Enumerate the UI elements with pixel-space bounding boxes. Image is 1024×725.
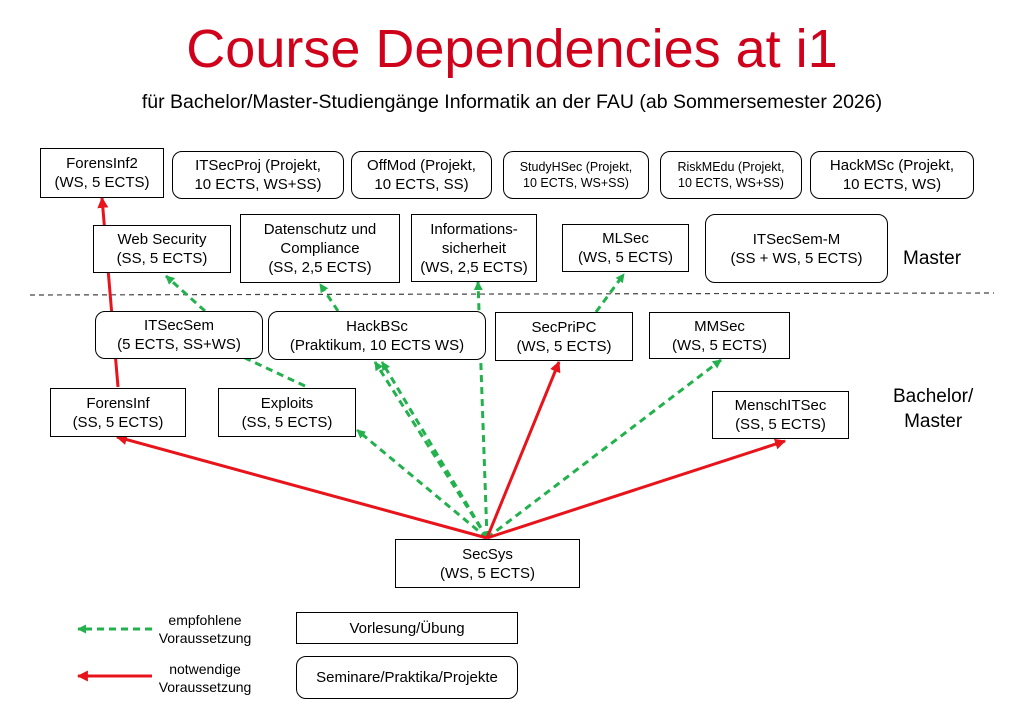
course-riskmedu: RiskMEdu (Projekt, 10 ECTS, WS+SS) — [660, 151, 802, 199]
course-offmod: OffMod (Projekt, 10 ECTS, SS) — [351, 151, 492, 199]
course-mmsec: MMSec (WS, 5 ECTS) — [649, 312, 790, 359]
course-title: Web Security — [117, 231, 207, 248]
course-info: 10 ECTS, WS+SS) — [194, 176, 322, 193]
course-hackmsc: HackMSc (Projekt, 10 ECTS, WS) — [810, 151, 974, 199]
course-itsecproj: ITSecProj (Projekt, 10 ECTS, WS+SS) — [172, 151, 344, 199]
edge-secsys-menschitsec — [486, 438, 787, 540]
course-datenschutz: Datenschutz und Compliance (SS, 2,5 ECTS… — [240, 214, 400, 283]
course-title: HackBSc — [346, 317, 408, 335]
level-label-line: Master — [904, 411, 963, 432]
course-title: SecSys — [462, 545, 513, 563]
level-label-line: Bachelor/ — [893, 386, 974, 407]
edge-secsys-hackbsc-2 — [380, 361, 489, 539]
course-itsecsem: ITSecSem (5 ECTS, SS+WS) — [95, 311, 263, 359]
level-label-master: Master — [903, 248, 962, 269]
course-info: 10 ECTS, SS) — [374, 176, 469, 193]
course-info: (SS, 5 ECTS) — [116, 250, 208, 267]
course-secsys: SecSys (WS, 5 ECTS) — [395, 539, 580, 588]
course-studyhsec: StudyHSec (Projekt, 10 ECTS, WS+SS) — [503, 151, 649, 199]
edge-secsys-forensinf — [115, 434, 488, 540]
level-label-bachelor-master: Bachelor/ Master — [893, 384, 973, 434]
course-mlsec: MLSec (WS, 5 ECTS) — [562, 224, 689, 272]
course-info: (WS, 5 ECTS) — [516, 337, 612, 355]
edge-secsys-exploits — [356, 428, 488, 540]
course-secpripc: SecPriPC (WS, 5 ECTS) — [495, 312, 633, 361]
course-title: RiskMEdu (Projekt, — [677, 160, 785, 174]
course-title: OffMod (Projekt, — [367, 157, 476, 174]
course-exploits: Exploits (SS, 5 ECTS) — [218, 388, 356, 437]
course-title: sicherheit — [441, 239, 507, 257]
legend-lecture-box: Vorlesung/Übung — [296, 612, 518, 644]
legend-recommended-label: empfohlene Voraussetzung — [150, 611, 260, 647]
course-info: (WS, 5 ECTS) — [439, 564, 535, 582]
course-title: SecPriPC — [531, 318, 597, 336]
master-separator-line — [29, 292, 995, 296]
course-title: Exploits — [260, 394, 314, 412]
legend-required-label: notwendige Voraussetzung — [150, 660, 260, 696]
edge-hackbsc-datenschutz — [318, 283, 340, 312]
diagram-subtitle: für Bachelor/Master-Studiengänge Informa… — [141, 91, 883, 113]
course-title: ITSecSem-M — [752, 230, 841, 248]
course-title: ITSecSem — [143, 317, 215, 334]
course-forensinf: ForensInf (SS, 5 ECTS) — [50, 388, 186, 437]
course-info: 10 ECTS, WS+SS) — [678, 176, 784, 190]
course-info: (SS, 5 ECTS) — [735, 416, 826, 433]
course-title: HackMSc (Projekt, — [829, 157, 955, 174]
course-title: Compliance — [280, 240, 360, 257]
course-infosich: Informations- sicherheit (WS, 2,5 ECTS) — [411, 214, 537, 282]
course-title: Informations- — [430, 220, 518, 238]
legend-text: empfohlene — [168, 612, 242, 628]
course-info: (Praktikum, 10 ECTS WS) — [289, 336, 465, 354]
course-hackbsc: HackBSc (Praktikum, 10 ECTS WS) — [268, 311, 486, 360]
legend-text: Seminare/Praktika/Projekte — [316, 669, 498, 686]
course-info: (WS, 5 ECTS) — [577, 249, 673, 266]
course-info: (WS, 5 ECTS) — [671, 336, 767, 354]
legend-text: Voraussetzung — [158, 630, 252, 646]
edge-secsys-infosich — [473, 281, 489, 539]
course-info: (SS, 2,5 ECTS) — [268, 259, 372, 276]
edge-secsys-secpripc — [485, 360, 561, 539]
course-info: (SS, 5 ECTS) — [72, 413, 164, 431]
legend-text: notwendige — [169, 661, 241, 677]
course-menschitsec: MenschITSec (SS, 5 ECTS) — [712, 391, 849, 439]
course-info: (WS, 2,5 ECTS) — [420, 258, 528, 276]
course-title: StudyHSec (Projekt, — [519, 160, 633, 174]
legend-seminar-box: Seminare/Praktika/Projekte — [296, 656, 518, 699]
legend-text: Voraussetzung — [158, 679, 252, 695]
edge-secsys-mmsec — [486, 358, 722, 540]
course-info: (5 ECTS, SS+WS) — [117, 336, 241, 353]
edge-secpripc-mlsec — [594, 273, 626, 313]
course-info: 10 ECTS, WS) — [842, 176, 942, 193]
legend-text: Vorlesung/Übung — [349, 619, 465, 637]
course-itsecsemm: ITSecSem-M (SS + WS, 5 ECTS) — [705, 214, 888, 283]
course-info: (SS, 5 ECTS) — [241, 413, 333, 431]
course-title: Datenschutz und — [263, 221, 377, 238]
course-info: 10 ECTS, WS+SS) — [523, 176, 629, 190]
course-title: MMSec — [694, 317, 745, 335]
course-title: ForensInf — [86, 394, 150, 412]
course-title: MLSec — [602, 230, 649, 247]
course-info: (WS, 5 ECTS) — [54, 174, 150, 191]
course-title: MenschITSec — [734, 397, 827, 414]
course-websecurity: Web Security (SS, 5 ECTS) — [93, 225, 231, 273]
edge-itsecsem-websecurity — [164, 274, 207, 313]
course-info: (SS + WS, 5 ECTS) — [730, 249, 863, 267]
course-forensinf2: ForensInf2 (WS, 5 ECTS) — [40, 148, 164, 198]
edge-secsys-hackbsc-1 — [373, 361, 489, 539]
edge-exploits-itsecsem — [244, 356, 306, 388]
course-title: ITSecProj (Projekt, — [195, 157, 321, 174]
diagram-title: Course Dependencies at i1 — [186, 19, 838, 79]
course-title: ForensInf2 — [66, 155, 138, 172]
